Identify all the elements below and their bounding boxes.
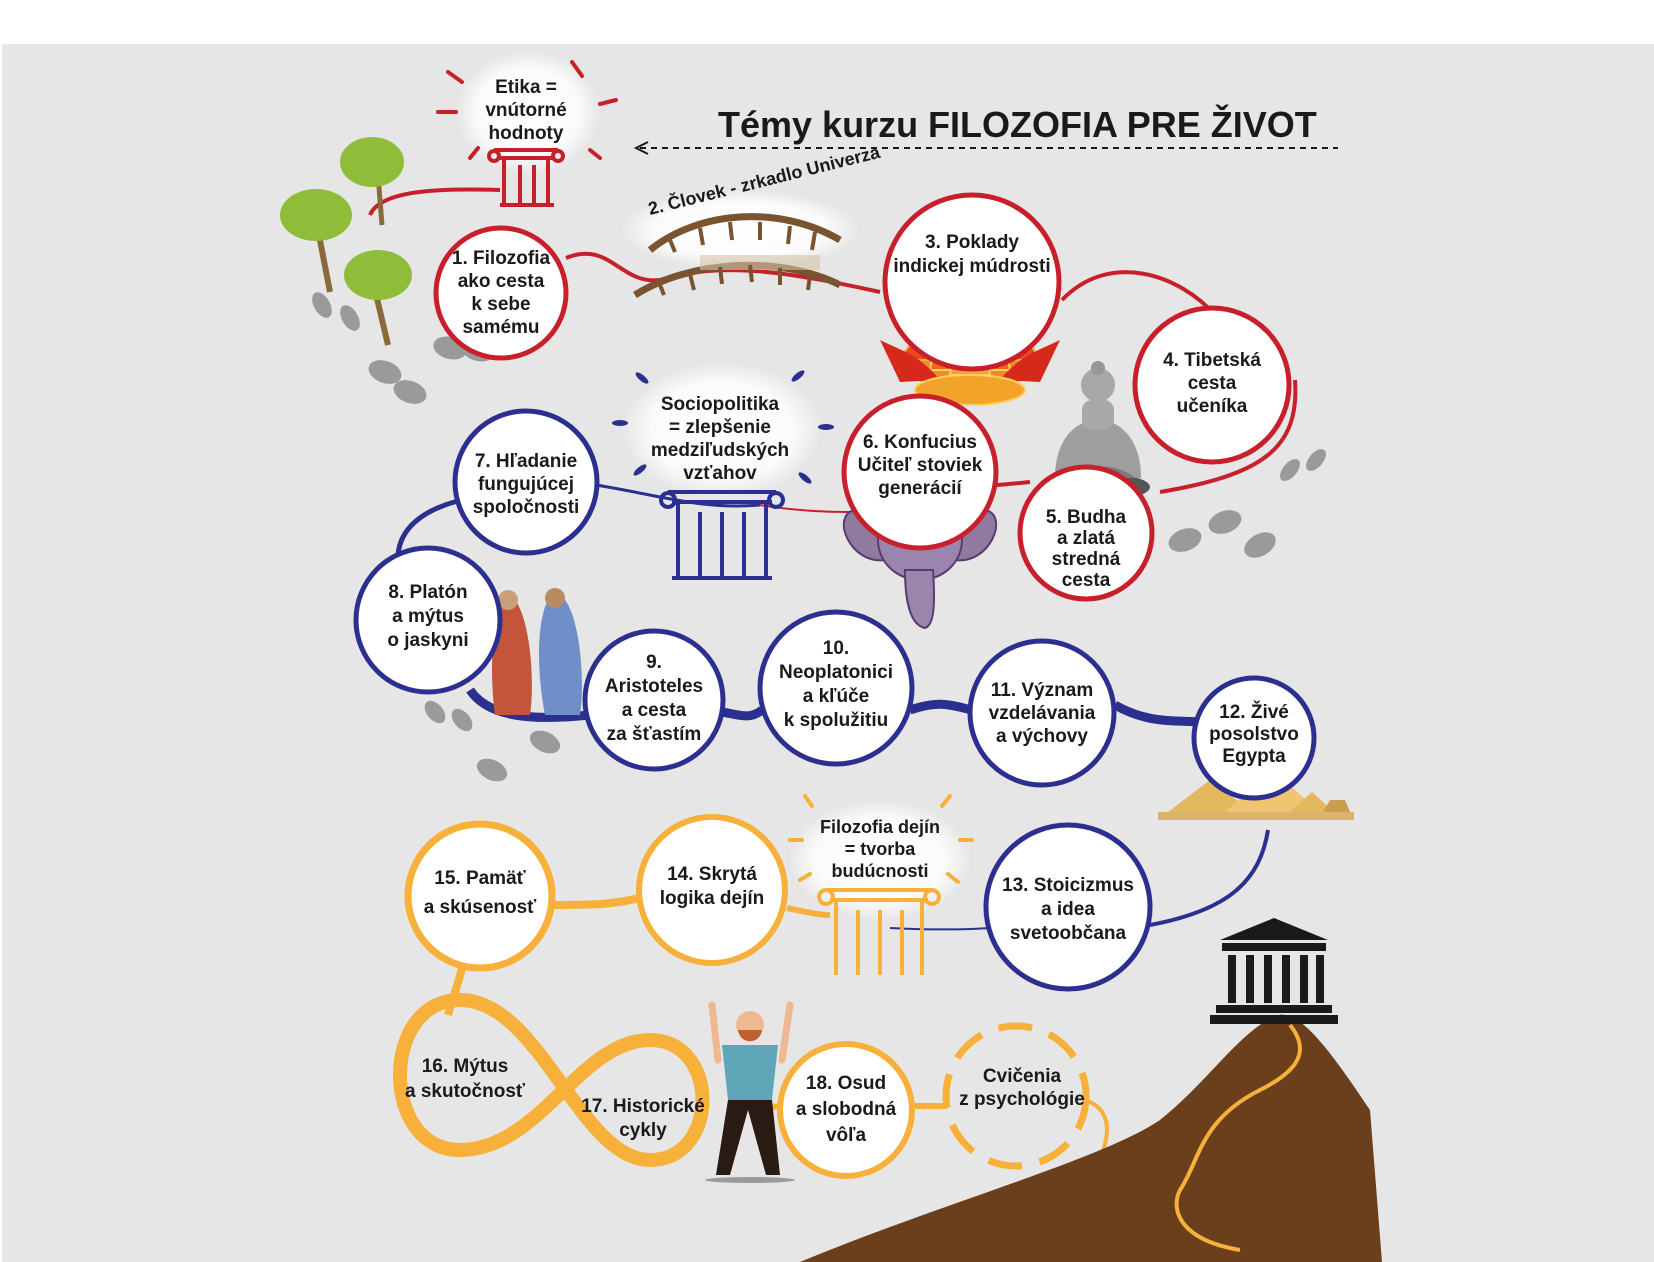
trees-illustration xyxy=(280,137,412,346)
topic-18-line-1: 18. Osud xyxy=(806,1073,886,1094)
topic-12-line-3: Egypta xyxy=(1222,746,1286,767)
topic-10-line-3: a kľúče xyxy=(803,686,869,707)
topic-4[interactable]: 4. Tibetská cesta učeníka xyxy=(1132,305,1292,465)
topic-cvicenia[interactable]: Cvičenia z psychológie xyxy=(942,1022,1090,1170)
topic-5-line-2: a zlatá xyxy=(1057,528,1116,549)
topic-16[interactable]: 16. Mýtus a skutočnosť xyxy=(405,1056,526,1102)
etika-line-3: hodnoty xyxy=(489,123,564,144)
etika-line-1: Etika = xyxy=(495,77,557,98)
topic-12[interactable]: 12. Živé posolstvo Egypta xyxy=(1191,675,1317,801)
topic-7-line-1: 7. Hľadanie xyxy=(475,451,577,472)
topic-13-line-2: a idea xyxy=(1041,899,1095,920)
topic-7[interactable]: 7. Hľadanie fungujúcej spoločnosti xyxy=(452,408,600,556)
topic-14-line-1: 14. Skrytá xyxy=(667,864,757,885)
topic-8-line-2: a mýtus xyxy=(392,606,464,627)
topic-14-line-2: logika dejín xyxy=(660,888,765,909)
etika-line-2: vnútorné xyxy=(485,100,566,121)
topic-13[interactable]: 13. Stoicizmus a idea svetoobčana xyxy=(983,822,1153,992)
topic-17-line-1: 17. Historické xyxy=(581,1096,705,1117)
topic-6-line-2: Učiteľ stoviek xyxy=(858,455,983,476)
filozofia-dejin-line-1: Filozofia dejín xyxy=(820,817,940,837)
topic-11-line-1: 11. Význam xyxy=(991,680,1093,701)
topic-18-line-2: a slobodná xyxy=(796,1099,897,1120)
topic-6-line-1: 6. Konfucius xyxy=(863,432,977,453)
cvicenia-line-2: z psychológie xyxy=(959,1089,1085,1110)
topic-7-line-3: spoločnosti xyxy=(473,497,580,518)
blue-path xyxy=(395,482,1270,931)
cvicenia-line-1: Cvičenia xyxy=(983,1066,1062,1087)
sociopolitika-callout: Sociopolitika = zlepšenie medziľudských … xyxy=(612,362,834,498)
topic-9[interactable]: 9. Aristoteles a cesta za šťastím xyxy=(582,628,726,772)
filozofia-dejin-line-2: = tvorba xyxy=(845,839,917,859)
page-title: Témy kurzu FILOZOFIA PRE ŽIVOT xyxy=(718,103,1317,145)
topic-3-line-1: 3. Poklady xyxy=(925,232,1019,253)
topic-9-line-1: 9. xyxy=(646,652,662,673)
topic-9-line-3: a cesta xyxy=(622,700,687,721)
topic-12-line-1: 12. Živé xyxy=(1219,701,1289,723)
topic-5-line-4: cesta xyxy=(1062,570,1111,591)
etika-callout: Etika = vnútorné hodnoty xyxy=(436,50,618,174)
topic-1-line-3: k sebe xyxy=(471,294,530,315)
topic-6[interactable]: 6. Konfucius Učiteľ stoviek generácií xyxy=(841,393,999,551)
topic-17-line-2: cykly xyxy=(619,1120,667,1141)
topic-5[interactable]: 5. Budha a zlatá stredná cesta xyxy=(1017,464,1155,602)
topic-10-line-1: 10. xyxy=(823,638,849,659)
person-illustration xyxy=(705,1001,795,1183)
topic-10-line-2: Neoplatonici xyxy=(779,662,893,683)
topic-5-line-3: stredná xyxy=(1052,549,1121,570)
topic-11-line-3: a výchovy xyxy=(996,726,1088,747)
topic-14[interactable]: 14. Skrytá logika dejín xyxy=(636,814,788,966)
topic-8-line-1: 8. Platón xyxy=(388,582,467,603)
infinity-loop xyxy=(393,992,710,1168)
topic-16-line-1: 16. Mýtus xyxy=(422,1056,509,1077)
topic-12-line-2: posolstvo xyxy=(1209,724,1299,745)
column-icon xyxy=(817,888,941,975)
topic-1-line-4: samému xyxy=(462,317,539,338)
topic-16-line-2: a skutočnosť xyxy=(405,1081,526,1102)
topic-11-line-2: vzdelávania xyxy=(989,703,1096,724)
topic-13-line-1: 13. Stoicizmus xyxy=(1002,875,1134,896)
arrow-head-icon xyxy=(633,141,649,155)
topic-4-line-3: učeníka xyxy=(1177,396,1248,417)
topic-15[interactable]: 15. Pamäť a skúsenosť xyxy=(404,820,556,972)
topic-11[interactable]: 11. Význam vzdelávania a výchovy xyxy=(967,638,1117,788)
sociopolitika-line-4: vzťahov xyxy=(683,463,757,484)
sociopolitika-line-1: Sociopolitika xyxy=(661,394,780,415)
topic-13-line-3: svetoobčana xyxy=(1010,923,1127,944)
sociopolitika-line-2: = zlepšenie xyxy=(669,417,771,438)
topic-1[interactable]: 1. Filozofia ako cesta k sebe samému xyxy=(433,225,569,361)
topic-18[interactable]: 18. Osud a slobodná vôľa xyxy=(777,1041,915,1179)
topic-6-line-3: generácií xyxy=(878,478,962,499)
mountain-illustration xyxy=(800,1014,1382,1262)
topic-15-line-1: 15. Pamäť xyxy=(434,868,526,889)
topic-4-line-2: cesta xyxy=(1188,373,1237,394)
topic-8[interactable]: 8. Platón a mýtus o jaskyni xyxy=(353,545,503,695)
topic-4-line-1: 4. Tibetská xyxy=(1163,350,1261,371)
topic-8-line-3: o jaskyni xyxy=(387,630,468,651)
bridge-illustration xyxy=(620,190,860,298)
topic-7-line-2: fungujúcej xyxy=(478,474,574,495)
topic-1-line-1: 1. Filozofia xyxy=(452,248,551,269)
sociopolitika-line-3: medziľudských xyxy=(651,440,789,461)
topic-3-line-2: indickej múdrosti xyxy=(893,256,1050,277)
topic-5-line-1: 5. Budha xyxy=(1046,507,1127,528)
topic-9-line-2: Aristoteles xyxy=(605,676,703,697)
column-icon xyxy=(659,490,785,580)
topic-10-line-4: k spolužitiu xyxy=(784,710,889,731)
topic-15-line-2: a skúsenosť xyxy=(424,897,537,918)
topic-1-line-2: ako cesta xyxy=(458,271,545,292)
topic-3[interactable]: 3. Poklady indickej múdrosti xyxy=(882,192,1062,372)
topic-9-line-4: za šťastím xyxy=(607,724,702,745)
topic-17[interactable]: 17. Historické cykly xyxy=(581,1096,705,1141)
filozofia-dejin-line-3: budúcnosti xyxy=(832,861,929,881)
topic-18-line-3: vôľa xyxy=(826,1125,866,1146)
temple-icon xyxy=(1210,918,1338,1024)
column-icon xyxy=(487,148,565,207)
topic-10[interactable]: 10. Neoplatonici a kľúče k spolužitiu xyxy=(757,609,915,767)
